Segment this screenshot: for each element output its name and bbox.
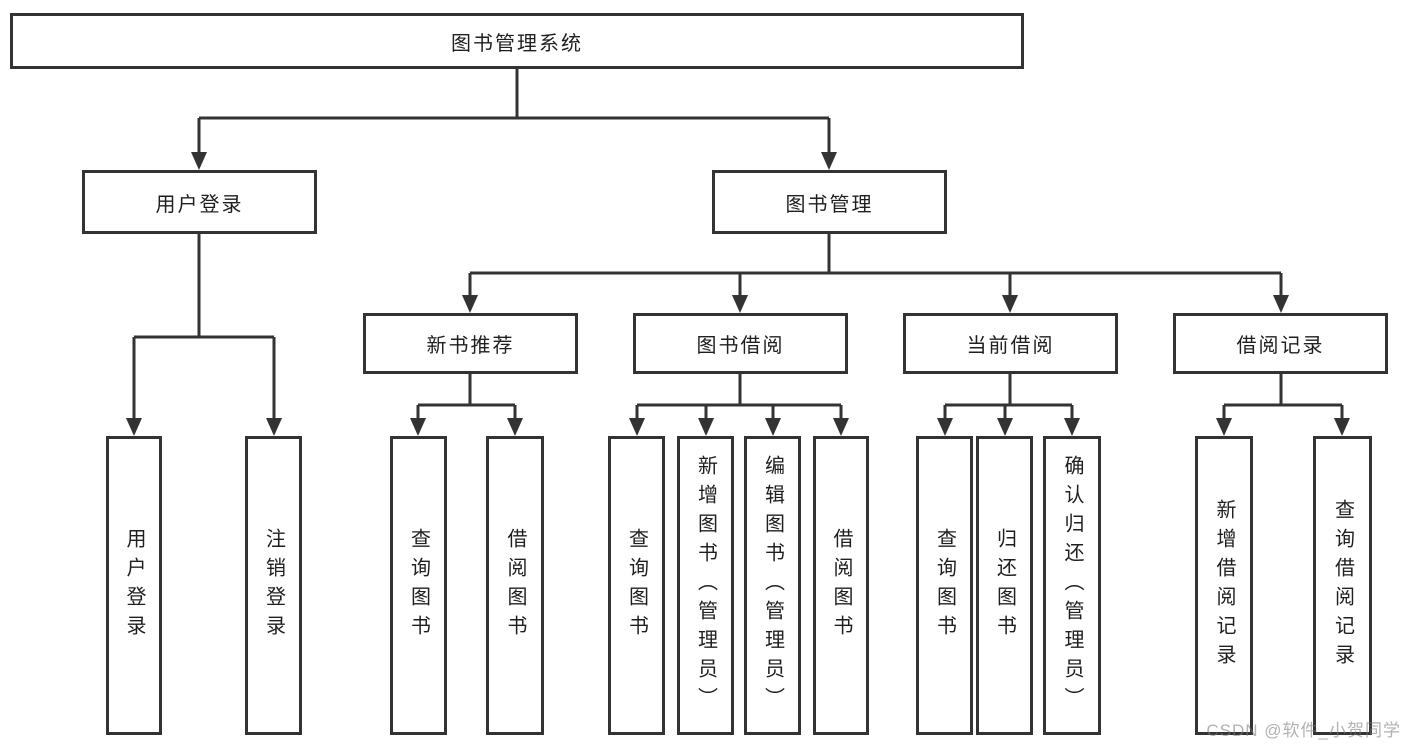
node-current-borrowing: 当前借阅 [903, 313, 1118, 374]
leaf-confirm-return-admin: 确认归还（管理员） [1043, 436, 1101, 735]
node-current-borrowing-label: 当前借阅 [966, 335, 1055, 357]
leaf-return-books-label: 归还图书 [993, 527, 1016, 644]
node-borrowing-records-label: 借阅记录 [1236, 335, 1325, 357]
leaf-return-books: 归还图书 [976, 436, 1033, 735]
node-borrowing-records: 借阅记录 [1173, 313, 1388, 374]
leaf-query-borrow-record-label: 查询借阅记录 [1331, 498, 1354, 673]
leaf-confirm-return-admin-label: 确认归还（管理员） [1061, 455, 1083, 716]
leaf-edit-books-admin: 编辑图书（管理员） [744, 436, 801, 735]
leaf-add-books-admin-label: 新增图书（管理员） [694, 455, 717, 716]
node-book-borrowing: 图书借阅 [633, 313, 848, 374]
leaf-query-borrow-record: 查询借阅记录 [1313, 436, 1372, 735]
leaf-user-login-label: 用户登录 [123, 527, 145, 644]
node-book-management: 图书管理 [712, 170, 947, 234]
node-book-borrowing-label: 图书借阅 [696, 335, 785, 357]
node-new-book-recommend: 新书推荐 [363, 313, 578, 374]
leaf-borrow-books-recommend-label: 借阅图书 [504, 527, 526, 644]
leaf-query-books-current: 查询图书 [916, 436, 973, 735]
leaf-query-books-borrowing-label: 查询图书 [625, 527, 648, 644]
node-user-login-label: 用户登录 [155, 193, 244, 216]
leaf-edit-books-admin-label: 编辑图书（管理员） [761, 455, 784, 716]
leaf-query-books-recommend: 查询图书 [390, 436, 447, 735]
leaf-borrow-books: 借阅图书 [813, 436, 869, 735]
node-new-book-recommend-label: 新书推荐 [426, 335, 515, 357]
leaf-add-borrow-record-label: 新增借阅记录 [1213, 498, 1235, 673]
leaf-logout-label: 注销登录 [262, 527, 285, 644]
node-user-login: 用户登录 [82, 170, 317, 234]
leaf-query-books-borrowing: 查询图书 [608, 436, 665, 735]
watermark: CSDN @软件_小贺同学 [1206, 721, 1401, 740]
leaf-borrow-books-label: 借阅图书 [830, 527, 852, 644]
leaf-query-books-current-label: 查询图书 [933, 527, 956, 644]
leaf-add-borrow-record: 新增借阅记录 [1195, 436, 1253, 735]
node-root-label: 图书管理系统 [451, 32, 583, 55]
leaf-borrow-books-recommend: 借阅图书 [486, 436, 544, 735]
leaf-logout: 注销登录 [245, 436, 302, 735]
leaf-add-books-admin: 新增图书（管理员） [677, 436, 734, 735]
node-book-management-label: 图书管理 [785, 193, 874, 216]
leaf-user-login: 用户登录 [106, 436, 162, 735]
node-root-system: 图书管理系统 [10, 13, 1024, 69]
leaf-query-books-recommend-label: 查询图书 [407, 527, 430, 644]
